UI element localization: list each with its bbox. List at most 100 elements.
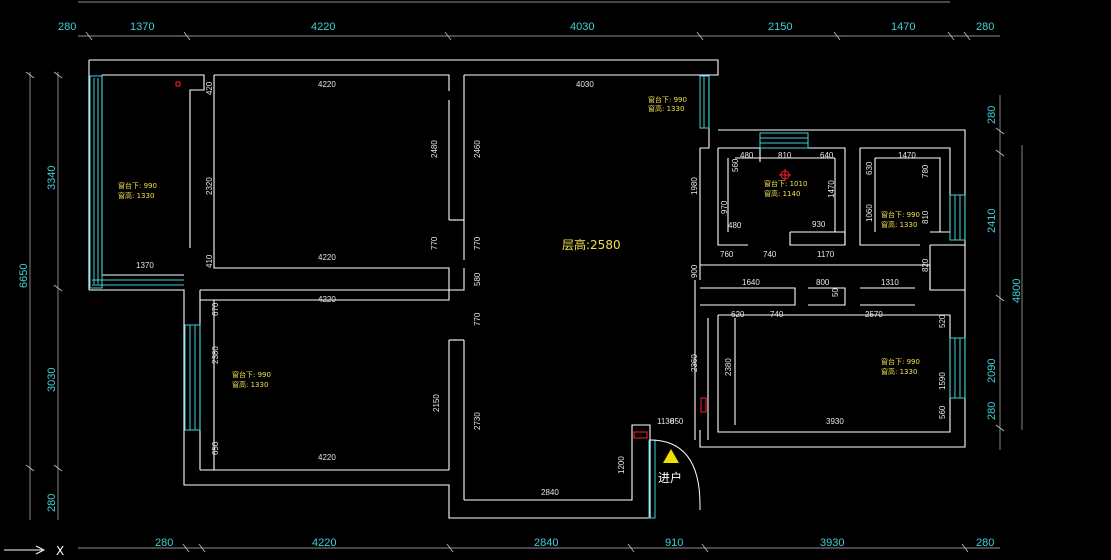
inner-dim: 770 bbox=[473, 312, 482, 326]
inner-dim: 900 bbox=[690, 264, 699, 278]
entrance-label: 进户 bbox=[658, 470, 682, 485]
dim-bottom-4: 910 bbox=[665, 537, 683, 549]
inner-dim: 970 bbox=[720, 200, 729, 214]
inner-dim: 4220 bbox=[318, 295, 336, 304]
dim-bottom-1: 280 bbox=[155, 537, 173, 549]
inner-dim: 650 bbox=[211, 441, 220, 455]
dim-right-1: 280 bbox=[986, 106, 998, 124]
inner-dim: 420 bbox=[205, 81, 214, 95]
red-markers bbox=[175, 81, 791, 439]
inner-dim: 760 bbox=[720, 250, 734, 259]
window-note-5b: 窗高: 1330 bbox=[232, 380, 268, 389]
inner-dim: 1200 bbox=[617, 456, 626, 474]
inner-dim: 1590 bbox=[938, 372, 947, 390]
inner-dim: 580 bbox=[473, 272, 482, 286]
inner-dim: 630 bbox=[865, 161, 874, 175]
dim-bottom-6: 280 bbox=[976, 537, 994, 549]
inner-dim: 620 bbox=[731, 310, 745, 319]
entrance-door-arc bbox=[649, 439, 701, 510]
inner-dim: 560 bbox=[731, 158, 740, 172]
dim-right-5: 280 bbox=[986, 402, 998, 420]
inner-dim: 2380 bbox=[724, 358, 733, 376]
dim-top-6: 1470 bbox=[891, 21, 915, 33]
dim-right-4: 2090 bbox=[986, 359, 998, 383]
inner-dim: 640 bbox=[820, 151, 834, 160]
inner-dim: 810 bbox=[778, 151, 792, 160]
window-note-3b: 窗高: 1140 bbox=[764, 189, 800, 198]
dim-top-1: 280 bbox=[58, 21, 76, 33]
window-note-2a: 窗台下: 990 bbox=[648, 95, 687, 104]
dim-bottom-3: 2840 bbox=[534, 537, 558, 549]
dim-left-4: 280 bbox=[46, 494, 58, 512]
dim-left-3: 3030 bbox=[46, 368, 58, 392]
inner-dim: 1470 bbox=[827, 180, 836, 198]
window-note-5a: 窗台下: 990 bbox=[232, 370, 271, 379]
inner-dim: 4030 bbox=[576, 80, 594, 89]
dim-bottom-2: 4220 bbox=[312, 537, 336, 549]
inner-dim: 1370 bbox=[136, 261, 154, 270]
dim-right-2: 4800 bbox=[1011, 279, 1023, 303]
inner-dim: 1640 bbox=[742, 278, 760, 287]
inner-dim: 1130 bbox=[657, 417, 675, 426]
inner-dim: 2730 bbox=[473, 412, 482, 430]
dim-left-2: 3340 bbox=[46, 166, 58, 190]
dim-top-3: 4220 bbox=[311, 21, 335, 33]
inner-dim: 780 bbox=[921, 164, 930, 178]
inner-dim: 800 bbox=[816, 278, 830, 287]
window-note-4a: 窗台下: 990 bbox=[881, 210, 920, 219]
inner-dim: 1170 bbox=[817, 250, 835, 259]
dim-left-1: 6650 bbox=[18, 264, 30, 288]
inner-dim: 820 bbox=[921, 258, 930, 272]
dimension-lines bbox=[29, 1, 1023, 549]
inner-dim: 670 bbox=[211, 302, 220, 316]
inner-dim: 770 bbox=[430, 236, 439, 250]
inner-dim: 2480 bbox=[430, 140, 439, 158]
inner-dim: 770 bbox=[473, 236, 482, 250]
axis-label: X bbox=[56, 544, 64, 558]
inner-dim: 1310 bbox=[881, 278, 899, 287]
inner-dim: 4220 bbox=[318, 453, 336, 462]
inner-dim: 1060 bbox=[865, 204, 874, 222]
inner-dim: 740 bbox=[763, 250, 777, 259]
inner-dim: 480 bbox=[728, 221, 742, 230]
dim-top-2: 1370 bbox=[130, 21, 154, 33]
dim-top-4: 4030 bbox=[570, 21, 594, 33]
axis-icon bbox=[4, 545, 46, 555]
window-note-2b: 窗高: 1330 bbox=[648, 104, 684, 113]
window-note-6a: 窗台下: 990 bbox=[881, 357, 920, 366]
inner-dim: 1980 bbox=[690, 177, 699, 195]
dim-right-3: 2410 bbox=[986, 209, 998, 233]
inner-dim: 2150 bbox=[432, 394, 441, 412]
window-note-1a: 窗台下: 990 bbox=[118, 181, 157, 190]
dim-top-7: 280 bbox=[976, 21, 994, 33]
inner-dim: 740 bbox=[770, 310, 784, 319]
inner-dim: 3930 bbox=[826, 417, 844, 426]
inner-dim: 2360 bbox=[690, 354, 699, 372]
inner-dim: 2570 bbox=[865, 310, 883, 319]
inner-dim: 850 bbox=[670, 417, 684, 426]
entrance-arrow-icon bbox=[663, 449, 679, 463]
dim-top-5: 2150 bbox=[768, 21, 792, 33]
window-note-3a: 窗台下: 1010 bbox=[764, 179, 807, 188]
walls bbox=[88, 59, 966, 519]
inner-dim: 4220 bbox=[318, 80, 336, 89]
inner-dim: 520 bbox=[938, 314, 947, 328]
ceiling-height: 层高:2580 bbox=[562, 237, 621, 252]
inner-dim: 2380 bbox=[211, 346, 220, 364]
windows bbox=[89, 75, 966, 519]
window-note-4b: 窗高: 1330 bbox=[881, 220, 917, 229]
inner-dim: 2460 bbox=[473, 140, 482, 158]
inner-dim: 50 bbox=[831, 288, 840, 297]
inner-dim: 560 bbox=[938, 405, 947, 419]
inner-dim: 1470 bbox=[898, 151, 916, 160]
inner-dim: 2840 bbox=[541, 488, 559, 497]
dim-bottom-5: 3930 bbox=[820, 537, 844, 549]
inner-dim: 810 bbox=[921, 210, 930, 224]
dimension-ticks bbox=[25, 31, 1005, 553]
inner-dim: 410 bbox=[205, 254, 214, 268]
inner-dim: 930 bbox=[812, 220, 826, 229]
window-note-1b: 窗高: 1330 bbox=[118, 191, 154, 200]
window-note-6b: 窗高: 1330 bbox=[881, 367, 917, 376]
inner-dim: 480 bbox=[740, 151, 754, 160]
